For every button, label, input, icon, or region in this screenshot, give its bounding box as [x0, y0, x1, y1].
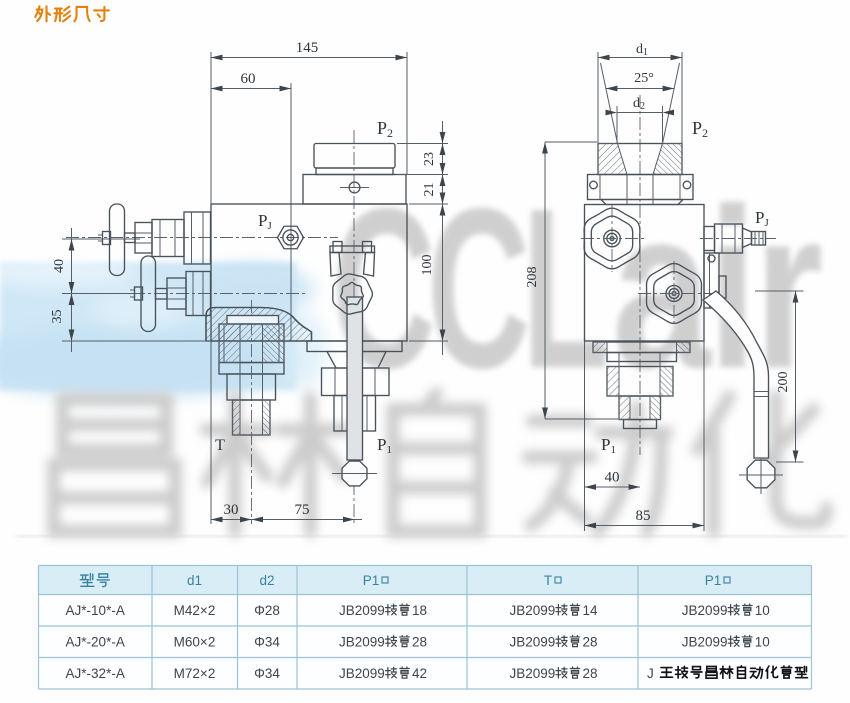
svg-text:M60×2: M60×2	[174, 634, 216, 649]
svg-text:AJ*-20*-A: AJ*-20*-A	[66, 634, 125, 649]
svg-text:d1: d1	[187, 573, 202, 588]
svg-text:P1: P1	[363, 573, 380, 588]
svg-text:60: 60	[241, 71, 256, 87]
svg-text:145: 145	[296, 40, 319, 56]
svg-text:JB2099: JB2099	[339, 603, 385, 618]
svg-text:JB2099: JB2099	[510, 603, 556, 618]
svg-text:23: 23	[422, 152, 437, 166]
svg-text:JB2099: JB2099	[510, 666, 556, 681]
svg-text:25°: 25°	[634, 71, 654, 86]
svg-text:JB2099: JB2099	[339, 634, 385, 649]
svg-text:42: 42	[412, 666, 427, 681]
svg-text:10: 10	[755, 634, 770, 649]
svg-text:JB2099: JB2099	[682, 603, 728, 618]
svg-text:P1: P1	[705, 573, 722, 588]
svg-text:Φ28: Φ28	[254, 603, 280, 618]
svg-text:Φ34: Φ34	[254, 666, 280, 681]
svg-text:JB2099: JB2099	[339, 666, 385, 681]
svg-text:CCL: CCL	[332, 162, 605, 416]
svg-text:T: T	[215, 437, 225, 454]
svg-text:40: 40	[605, 470, 620, 486]
svg-text:d2: d2	[259, 573, 274, 588]
svg-text:100: 100	[420, 255, 435, 276]
svg-text:18: 18	[412, 603, 427, 618]
svg-text:200: 200	[776, 372, 791, 393]
svg-text:Φ34: Φ34	[254, 634, 280, 649]
svg-text:M42×2: M42×2	[174, 603, 216, 618]
svg-text:75: 75	[295, 502, 310, 518]
svg-text:T: T	[544, 573, 552, 588]
svg-text:JB2099: JB2099	[682, 634, 728, 649]
svg-text:30: 30	[224, 502, 239, 518]
svg-text:40: 40	[52, 259, 67, 273]
svg-text:AJ*-10*-A: AJ*-10*-A	[66, 603, 125, 618]
svg-text:JB2099: JB2099	[510, 634, 556, 649]
svg-text:85: 85	[636, 508, 651, 524]
svg-text:M72×2: M72×2	[174, 666, 216, 681]
svg-text:208: 208	[525, 267, 540, 288]
svg-text:AJ*-32*-A: AJ*-32*-A	[66, 666, 125, 681]
svg-text:21: 21	[422, 183, 437, 197]
svg-text:28: 28	[583, 634, 598, 649]
svg-text:35: 35	[50, 310, 65, 324]
svg-text:14: 14	[583, 603, 599, 618]
svg-text:28: 28	[583, 666, 598, 681]
svg-text:28: 28	[412, 634, 427, 649]
svg-text:10: 10	[755, 603, 770, 618]
svg-text:J: J	[647, 666, 654, 681]
